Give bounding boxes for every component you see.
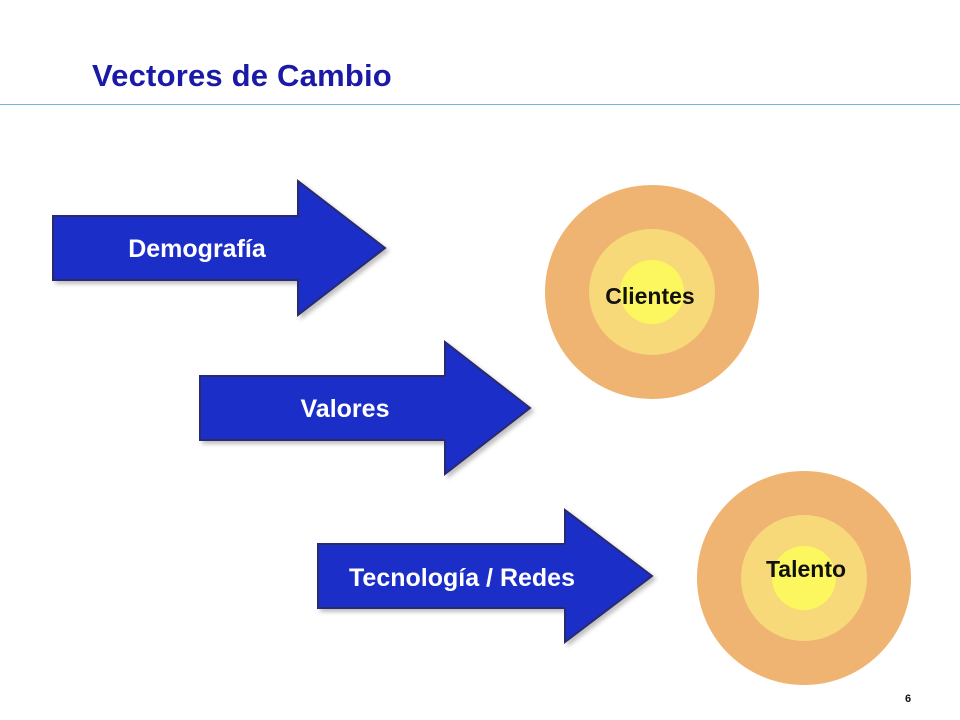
target-inner-ring [620,260,684,324]
arrow-demografia: Demografía [52,178,387,318]
arrow-label: Demografía [128,235,267,263]
arrow-shape [317,507,654,645]
title-divider [0,104,960,105]
target-label: Clientes [605,283,694,309]
target-clientes: Clientes [545,185,759,399]
arrow-valores: Valores [199,339,532,477]
target-label: Talento [766,556,846,582]
arrow-label: Tecnología / Redes [349,564,575,592]
arrow-label: Valores [301,395,390,423]
target-talento: Talento [697,471,911,685]
page-number: 6 [904,693,912,705]
arrow-shape [199,339,532,477]
arrow-tecnologia-redes: Tecnología / Redes [317,507,654,645]
target-inner-ring [772,546,836,610]
arrow-shape [52,178,387,318]
slide-title: Vectores de Cambio [92,58,392,93]
